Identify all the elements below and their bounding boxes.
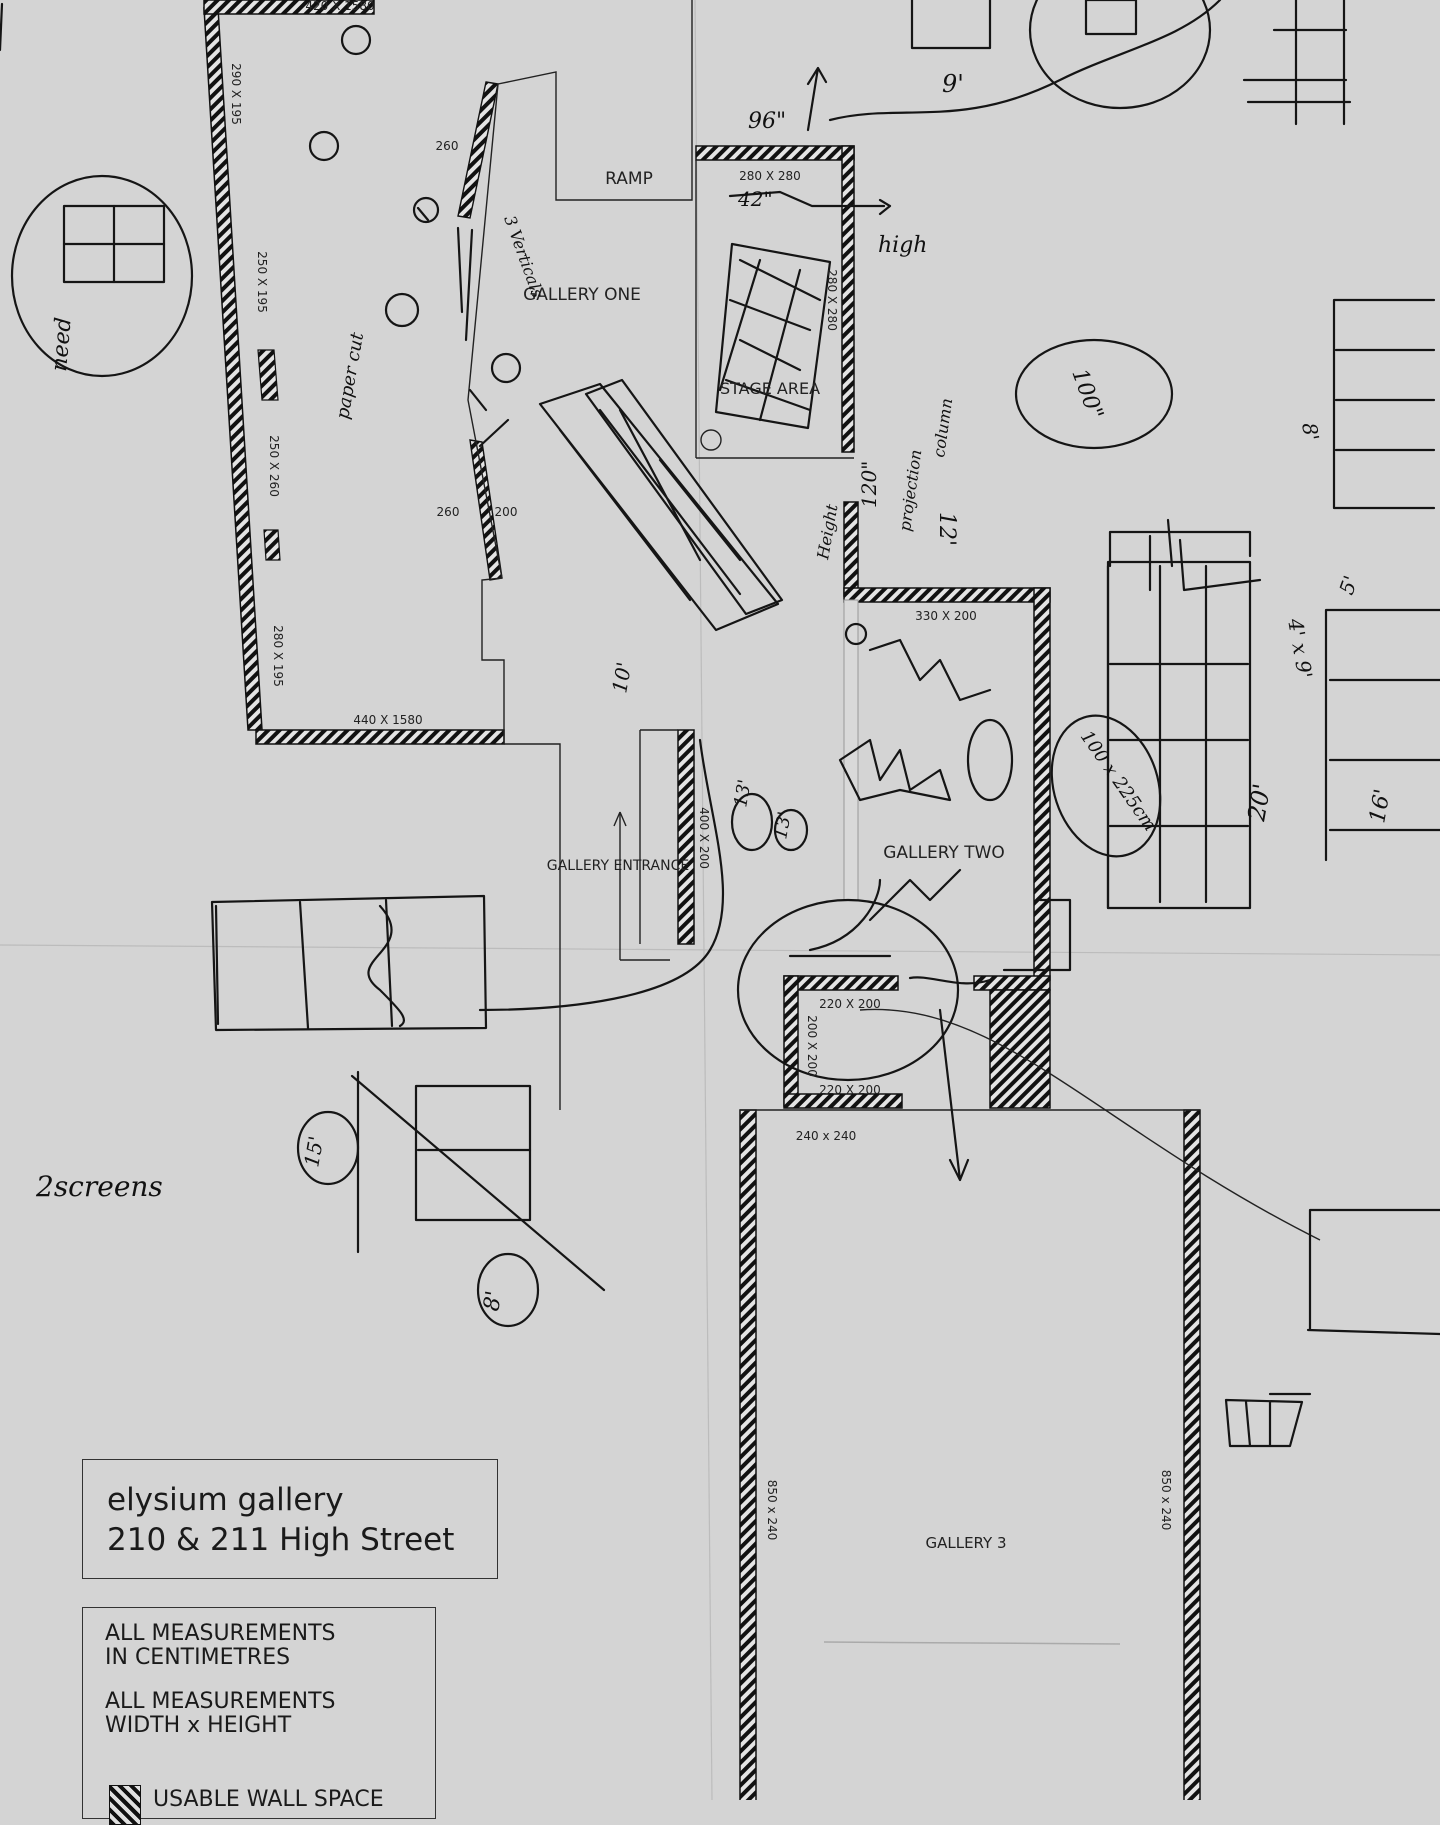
small-room-walls xyxy=(783,975,903,1109)
note-high: high xyxy=(878,233,927,258)
legend-usable-label: USABLE WALL SPACE xyxy=(153,1787,384,1812)
note-9: 9' xyxy=(942,70,964,98)
note-column: column xyxy=(929,397,956,459)
dim-g1-left-1: 290 X 195 xyxy=(229,63,243,125)
dim-g1-inner-3: 200 xyxy=(495,505,518,519)
dimension-labels: 420 X 1580 440 X 1580 290 X 195 250 X 19… xyxy=(229,0,1173,1540)
dim-small-bottom: 220 X 200 xyxy=(819,1083,881,1097)
note-96: 96" xyxy=(748,109,786,134)
gallery-three-walls xyxy=(739,1109,1201,1800)
dim-stage-top: 280 X 280 xyxy=(739,169,801,183)
dim-small-top: 220 X 200 xyxy=(819,997,881,1011)
note-20: 20' xyxy=(1242,782,1276,824)
legend-units-line1: ALL MEASUREMENTS xyxy=(105,1621,336,1646)
note-papercut: paper cut xyxy=(332,330,368,421)
ramp-label: RAMP xyxy=(605,169,653,189)
legend-wh-line2: WIDTH x HEIGHT xyxy=(105,1713,292,1738)
dim-entrance-wall: 400 X 200 xyxy=(697,807,711,869)
gallery-one-label: GALLERY ONE xyxy=(523,285,641,305)
dim-g3-left: 850 x 240 xyxy=(765,1480,779,1541)
legend-box: ALL MEASUREMENTS IN CENTIMETRES ALL MEAS… xyxy=(82,1607,436,1825)
note-16: 16' xyxy=(1365,787,1396,825)
ink-sketches xyxy=(0,0,1440,1448)
dim-g1-left-4: 280 X 195 xyxy=(271,625,285,687)
gallery-one-walls xyxy=(203,0,693,1110)
note-projection: projection xyxy=(895,448,925,532)
note-5: 5' xyxy=(1334,572,1363,597)
note-need: need xyxy=(47,316,77,372)
stage-area-label: STAGE AREA xyxy=(720,379,820,398)
gallery-three-label: GALLERY 3 xyxy=(925,1534,1006,1552)
gallery-two-label: GALLERY TWO xyxy=(883,843,1005,863)
note-screens: 2screens xyxy=(35,1170,163,1203)
dim-g1-left-3: 250 X 260 xyxy=(267,435,281,497)
entrance-walls xyxy=(613,729,695,961)
note-100: 100" xyxy=(1066,366,1107,424)
note-42: 42" xyxy=(737,187,773,211)
dim-g1-inner-1: 260 xyxy=(436,139,459,153)
room-labels: GALLERY ONE GALLERY TWO GALLERY 3 STAGE … xyxy=(523,169,1006,1552)
dim-small-side: 200 X 200 xyxy=(805,1015,819,1077)
dim-g3-top: 240 x 240 xyxy=(796,1129,857,1143)
legend-units-line2: IN CENTIMETRES xyxy=(105,1645,291,1670)
gallery-two-walls xyxy=(843,501,1051,1109)
gallery-address: 210 & 211 High Street xyxy=(107,1522,455,1558)
dim-stage-side: 280 X 280 xyxy=(825,269,839,331)
note-120: 120" xyxy=(857,461,881,508)
gallery-entrance-label: GALLERY ENTRANCE xyxy=(547,858,689,874)
dim-g1-bottom: 440 X 1580 xyxy=(353,713,422,727)
note-13a: 13' xyxy=(730,778,756,809)
title-box: elysium gallery 210 & 211 High Street xyxy=(82,1459,498,1579)
note-13b: 13' xyxy=(770,810,796,841)
dim-g3-right: 850 x 240 xyxy=(1159,1470,1173,1531)
dim-g1-top: 420 X 1580 xyxy=(305,0,374,13)
note-10: 10' xyxy=(607,660,636,695)
dim-g1-left-2: 250 X 195 xyxy=(255,251,269,313)
note-8b: 8' xyxy=(1297,421,1324,443)
usable-wall-swatch xyxy=(109,1785,141,1825)
note-8: 8' xyxy=(479,1289,507,1313)
note-100x225: 100 x 225cm xyxy=(1076,727,1161,835)
gallery-name: elysium gallery xyxy=(107,1482,344,1518)
dim-g1-inner-2: 260 xyxy=(437,505,460,519)
legend-wh-line1: ALL MEASUREMENTS xyxy=(105,1689,336,1714)
note-15: 15' xyxy=(299,1134,328,1169)
note-height: Height xyxy=(813,502,842,562)
note-12: 12' xyxy=(934,512,959,546)
stage-area-walls xyxy=(695,145,855,459)
note-4x9: 4' x 9' xyxy=(1283,616,1317,681)
dim-g2-top: 330 X 200 xyxy=(915,609,977,623)
